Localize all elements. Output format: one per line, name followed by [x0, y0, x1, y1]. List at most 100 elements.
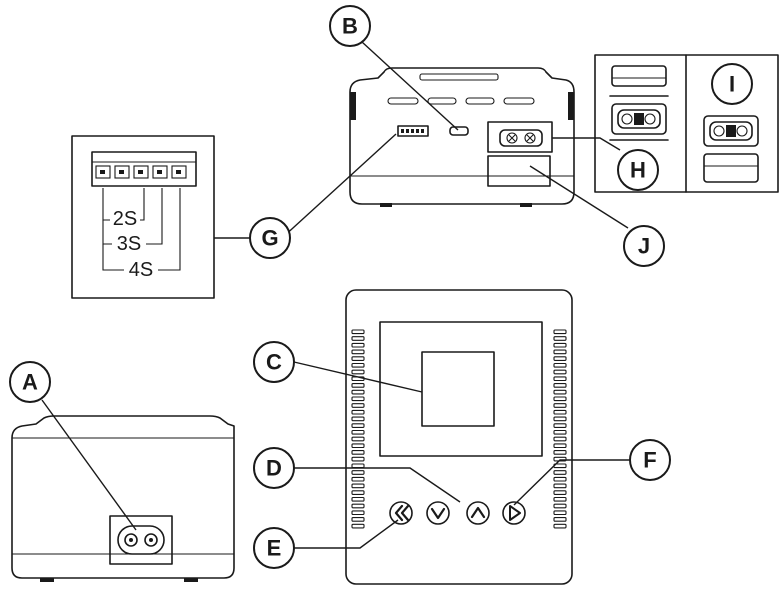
callout-label-e: E: [267, 536, 282, 561]
callout-d: D: [253, 447, 295, 489]
vent-slot: [351, 403, 365, 408]
vent-slot: [553, 443, 567, 449]
vent-slot: [351, 356, 365, 361]
vent-slot: [553, 483, 567, 489]
vent-slot: [351, 510, 365, 516]
vent-slot: [351, 483, 365, 489]
play-icon: [509, 505, 521, 521]
vent-slot: [553, 383, 567, 388]
vent-slot: [351, 429, 365, 435]
vent-slot: [553, 336, 567, 341]
back-button[interactable]: [389, 501, 413, 525]
vent-slot: [553, 376, 567, 382]
vent-slot: [553, 503, 567, 509]
callout-label-d: D: [266, 456, 282, 481]
vent-slot: [553, 329, 567, 335]
vent-slot: [351, 329, 365, 335]
balance-port-detail: 2S 3S 4S: [71, 135, 215, 299]
vent-slot: [553, 362, 567, 368]
vent-slot: [351, 409, 365, 415]
vent-slot: [351, 389, 365, 395]
leader-lines: [41, 41, 630, 549]
label-4s: 4S: [129, 259, 153, 281]
chevron-down-icon: [430, 507, 446, 520]
vent-slot: [351, 443, 365, 449]
vent-slot: [553, 523, 567, 529]
vent-slot: [553, 476, 567, 482]
vent-slot: [351, 496, 365, 502]
port-cover-inset: [594, 54, 779, 193]
vent-left: [351, 329, 365, 529]
callout-a: A: [9, 361, 51, 403]
vent-slot: [351, 523, 365, 529]
ac-power-inlet: [109, 515, 173, 565]
vent-slot: [553, 423, 567, 428]
charger-front-view: [345, 289, 573, 585]
vent-slot: [351, 476, 365, 482]
vent-slot: [553, 349, 567, 355]
vent-slot: [553, 369, 567, 375]
label-2s: 2S: [113, 208, 137, 230]
vent-slot: [553, 396, 567, 402]
callout-h: H: [617, 149, 659, 191]
balance-port: [397, 125, 429, 137]
callout-label-g: G: [261, 226, 278, 251]
vent-slot: [553, 356, 567, 361]
vent-slot: [351, 436, 365, 442]
callout-e: E: [253, 527, 295, 569]
up-button[interactable]: [466, 501, 490, 525]
vent-slot: [351, 503, 365, 509]
vent-slot: [351, 450, 365, 455]
vent-right: [553, 329, 567, 529]
vent-slot: [351, 463, 365, 469]
vent-slot: [351, 383, 365, 388]
vent-slot: [351, 517, 365, 522]
vent-slot: [553, 490, 567, 495]
callout-f: F: [629, 439, 671, 481]
vent-slot: [351, 456, 365, 462]
vent-slot: [553, 496, 567, 502]
usb-port: [449, 126, 469, 136]
vent-slot: [351, 336, 365, 341]
port-cover: [487, 155, 551, 187]
callout-label-c: C: [266, 350, 282, 375]
callout-j: J: [623, 225, 665, 267]
vent-slot: [553, 517, 567, 522]
vent-slot: [351, 342, 365, 348]
callout-label-f: F: [643, 448, 656, 473]
vent-slot: [553, 416, 567, 422]
vent-slot: [351, 396, 365, 402]
display-screen: [421, 351, 495, 427]
double-chevron-left-icon: [394, 504, 410, 522]
callout-label-i: I: [729, 72, 735, 97]
vent-slot: [351, 362, 365, 368]
label-3s: 3S: [117, 233, 141, 255]
vent-slot: [553, 470, 567, 475]
vent-slot: [553, 510, 567, 516]
callout-label-b: B: [342, 14, 358, 39]
callout-c: C: [253, 341, 295, 383]
vent-slot: [351, 490, 365, 495]
enter-button[interactable]: [502, 501, 526, 525]
charger-side-view: [11, 415, 235, 582]
vent-slot: [553, 403, 567, 408]
vent-slot: [553, 409, 567, 415]
chevron-up-icon: [470, 506, 486, 519]
callout-g: G: [249, 217, 291, 259]
callout-label-h: H: [630, 158, 646, 183]
vent-slot: [351, 369, 365, 375]
vent-slot: [351, 423, 365, 428]
callout-label-a: A: [22, 370, 38, 395]
callout-label-j: J: [638, 234, 650, 259]
callout-i: I: [711, 63, 753, 105]
vent-slot: [351, 349, 365, 355]
vent-slot: [553, 342, 567, 348]
output-port: [487, 121, 553, 153]
charger-top-view: [349, 67, 575, 207]
vent-slot: [351, 416, 365, 422]
down-button[interactable]: [426, 501, 450, 525]
vent-slot: [351, 470, 365, 475]
vent-slot: [553, 389, 567, 395]
